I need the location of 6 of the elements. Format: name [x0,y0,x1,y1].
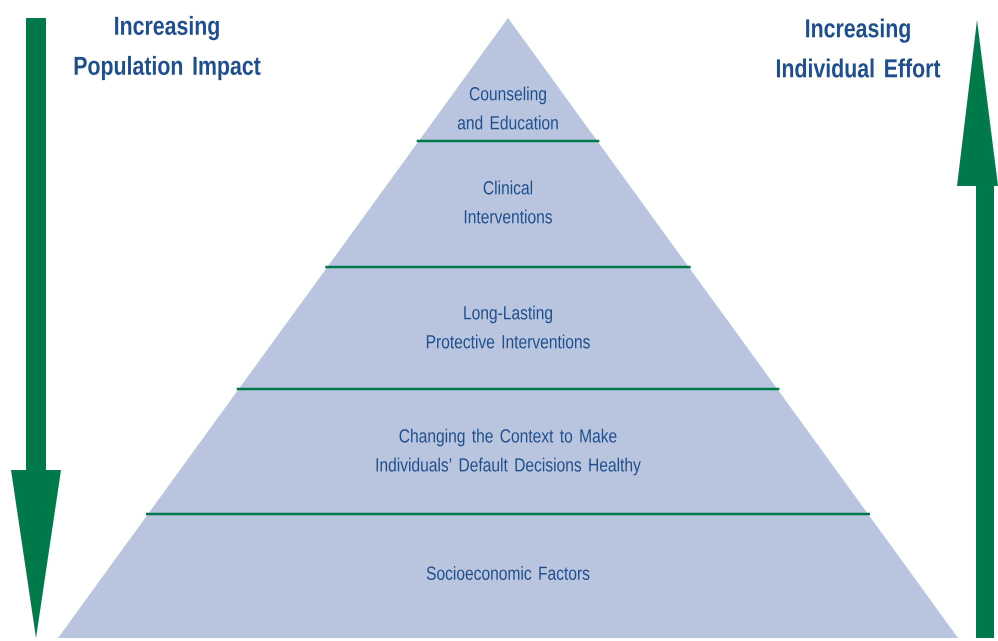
side-heading: Increasing Individual Effort [776,18,940,78]
pyramid-tier: Counseling and Education [418,18,598,141]
pyramid-tier: Long-Lasting Protective Interventions [238,267,778,389]
pyramid-tier: Socioeconomic Factors [58,514,958,638]
side-heading: Increasing Population Impact [74,16,261,80]
pyramid-tier: Changing the Context to Make Individuals’ Default Decisions Healthy [148,389,868,514]
